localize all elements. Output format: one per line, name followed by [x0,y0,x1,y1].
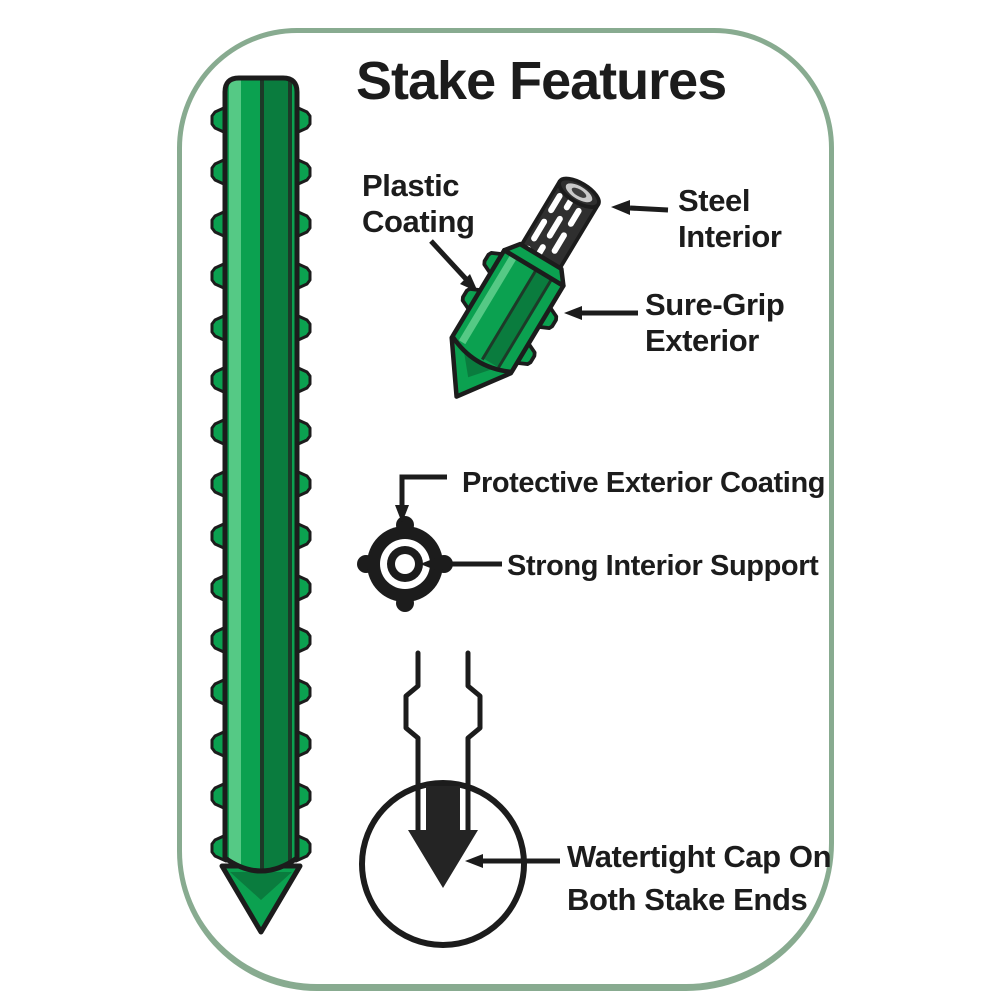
rounded-frame-border [177,28,834,991]
watertight-cap-illustration [359,650,527,948]
steel-interior-arrow [611,200,669,215]
plastic-coating-arrow [429,239,478,292]
sure-grip-exterior-label-line2: Exterior [645,323,759,358]
strong-interior-support-arrow [420,557,502,571]
cap-arrow-shape [408,786,478,888]
stake-tip-cutaway-illustration [449,176,601,399]
stake-end-outline [403,650,483,837]
plastic-coating-label: Plastic Coating [362,168,475,240]
steel-interior-tube [515,176,601,277]
sure-grip-exterior-label: Sure-Grip Exterior [645,287,785,359]
callout-arrows [395,200,669,868]
sure-grip-exterior-arrow [564,306,638,320]
steel-interior-label-line2: Interior [678,219,782,254]
watertight-cap-label: Watertight Cap On Both Stake Ends [567,835,832,921]
steel-interior-label-line1: Steel [678,183,751,218]
page-title: Stake Features [356,51,727,111]
cutaway-collar [501,241,566,289]
sure-grip-exterior-label-line1: Sure-Grip [645,287,785,322]
cross-section-illustration [357,516,453,612]
protective-exterior-coating-arrow [395,474,447,523]
watertight-cap-arrow [465,854,560,868]
stake-illustration [210,78,312,935]
plastic-coating-label-line1: Plastic [362,168,460,203]
steel-interior-label: Steel Interior [678,183,782,255]
watertight-cap-label-line1: Watertight Cap On [567,839,832,874]
watertight-cap-label-line2: Both Stake Ends [567,882,808,917]
strong-interior-support-label: Strong Interior Support [507,550,819,582]
protective-exterior-coating-label: Protective Exterior Coating [462,467,826,499]
plastic-coating-label-line2: Coating [362,204,475,239]
